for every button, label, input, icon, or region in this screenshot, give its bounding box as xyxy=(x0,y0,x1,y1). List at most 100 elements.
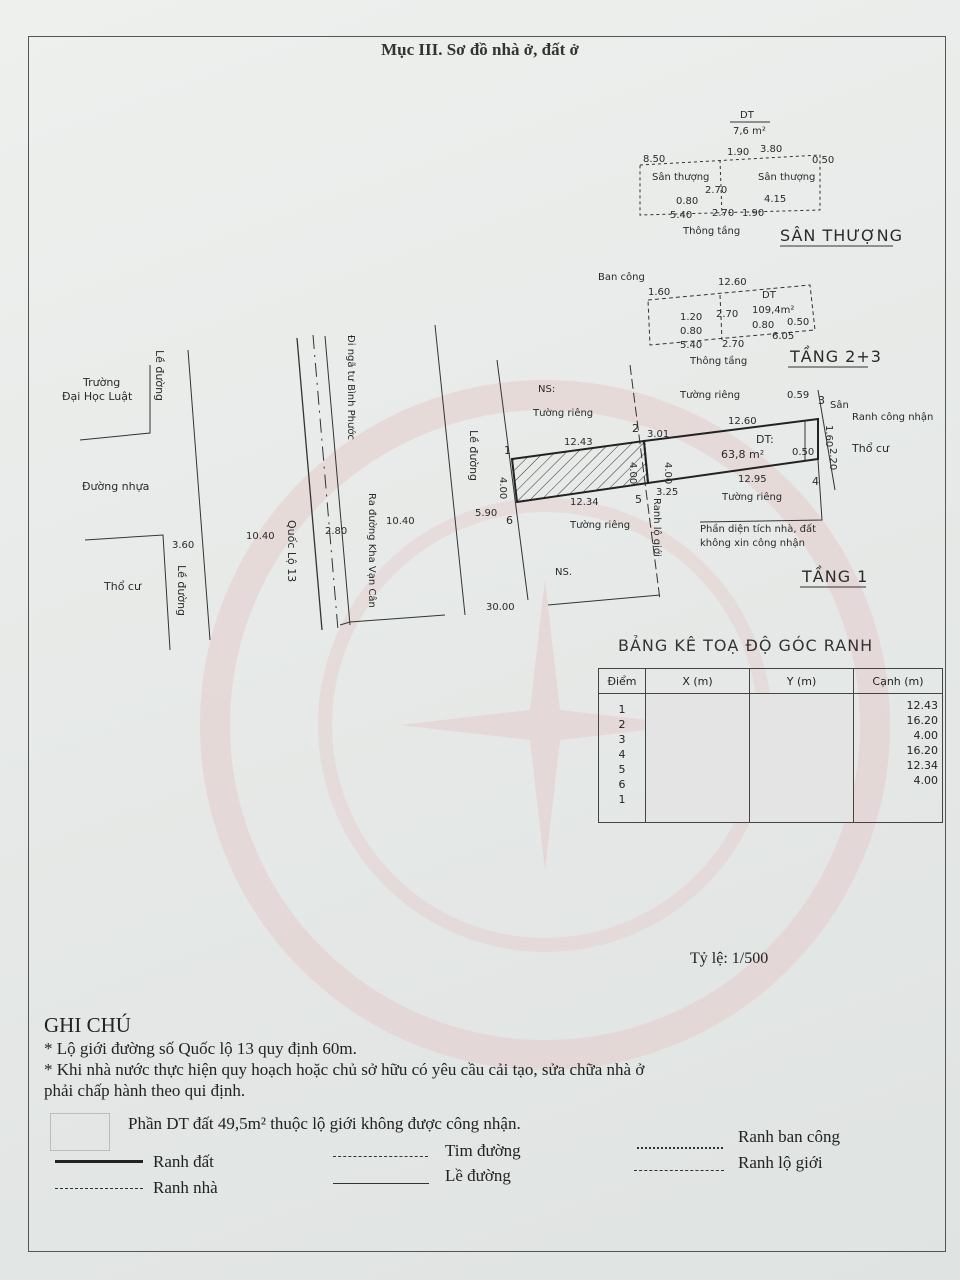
san-thuong-heading: SÂN THƯỢNG xyxy=(780,226,903,245)
dim: 12.60 xyxy=(728,416,757,427)
label-quoc-lo-13: Quốc Lộ 13 xyxy=(285,520,298,582)
ranh-dat-line xyxy=(55,1160,143,1163)
dim: 10.40 xyxy=(386,516,415,527)
dim: 0.80 xyxy=(752,320,774,331)
dim: 0.50 xyxy=(792,447,814,458)
label-duong-nhua: Đường nhựa xyxy=(82,480,149,493)
tang-23-sketch xyxy=(647,284,816,346)
notes-section: GHI CHÚ * Lộ giới đường số Quốc lộ 13 qu… xyxy=(44,1015,644,1101)
edge-cell: 12.34 xyxy=(906,759,939,772)
y-coord-redacted xyxy=(749,693,854,823)
col-header: Cạnh (m) xyxy=(853,668,943,694)
label-ranh-lo-gioi: Ranh lộ giới xyxy=(651,498,663,557)
label-san: Sân xyxy=(830,399,849,411)
ranh-lo-gioi-line xyxy=(634,1170,724,1171)
coord-table-title: BẢNG KÊ TOẠ ĐỘ GÓC RANH xyxy=(618,636,874,655)
coord-table: Điểm X (m) Y (m) Cạnh (m) 1 2 3 4 5 6 1 … xyxy=(598,668,943,823)
road-lines xyxy=(79,324,836,651)
dim: 5.90 xyxy=(475,508,497,519)
dim: 0.50 xyxy=(812,155,834,166)
legend-ranh-ban-cong: Ranh ban công xyxy=(738,1127,840,1146)
dim: 2.80 xyxy=(325,526,347,537)
label-dai-hoc-luat: Đại Học Luật xyxy=(62,390,133,403)
x-coord-redacted xyxy=(645,693,750,823)
ranh-ban-cong-line xyxy=(637,1147,723,1149)
dim: 3.25 xyxy=(656,487,678,498)
dim: 4.15 xyxy=(764,194,786,205)
label-tuong-rieng: Tường riêng xyxy=(679,389,740,401)
label-tuong-rieng: Tường riêng xyxy=(721,491,782,503)
edge-cell: 16.20 xyxy=(906,714,939,727)
dim: 4.00 xyxy=(627,462,638,484)
label-di-nga-tu-binh-phuoc: Đi ngã tư Bình Phước xyxy=(345,335,357,440)
dim: 3.01 xyxy=(647,429,669,440)
dim: 6.05 xyxy=(772,331,794,342)
label-truong: Trường xyxy=(82,376,120,389)
dim: 1.90 xyxy=(742,208,764,219)
label-tho-cu: Thổ cư xyxy=(103,580,142,593)
dim: 12.95 xyxy=(738,474,767,485)
legend-ranh-dat: Ranh đất xyxy=(153,1152,214,1171)
point-4: 4 xyxy=(812,475,819,488)
label-ra-duong-kha-van-can: Ra đường Kha Vạn Cân xyxy=(366,493,378,608)
point-6: 6 xyxy=(506,514,513,527)
san-thuong-sketch xyxy=(639,154,821,216)
le-duong-line xyxy=(333,1183,429,1184)
label-ns-bottom: NS. xyxy=(555,567,572,578)
dim: 30.00 xyxy=(486,602,515,613)
point-cell: 2 xyxy=(618,718,626,731)
dim: 2.70 xyxy=(705,185,727,196)
edge-cell: 16.20 xyxy=(906,744,939,757)
dim: 4.00 xyxy=(662,462,673,484)
ranh-nha-line xyxy=(55,1188,143,1189)
dim: 1.60 xyxy=(648,287,670,298)
point-cell: 1 xyxy=(618,703,626,716)
dim: 1.20 xyxy=(680,312,702,323)
tang-1-area: 63,8 m² xyxy=(721,448,764,461)
tim-duong-line xyxy=(333,1156,428,1157)
col-header: Y (m) xyxy=(749,668,854,694)
dim: 2.70 xyxy=(722,339,744,350)
dim: 0.59 xyxy=(787,390,809,401)
dim: 0.80 xyxy=(680,326,702,337)
note-line: * Khi nhà nước thực hiện quy hoạch hoặc … xyxy=(44,1060,645,1079)
hatch-legend-swatch xyxy=(50,1113,110,1151)
notes-heading: GHI CHÚ xyxy=(44,1013,131,1037)
point-1: 1 xyxy=(504,444,511,457)
hatch-note: Phần DT đất 49,5m² thuộc lộ giới không đ… xyxy=(128,1114,521,1133)
parcel-tang-1 xyxy=(510,417,823,523)
san-thuong-dt-label: DT xyxy=(740,110,755,121)
point-cell: 5 xyxy=(618,763,626,776)
dim: 1.60 xyxy=(823,425,834,447)
legend-tim-duong: Tim đường xyxy=(445,1141,521,1160)
dim: 8.50 xyxy=(643,154,665,165)
label-phan-dien-tich: Phần diện tích nhà, đất xyxy=(700,523,816,535)
tang-23-area: 109,4m² xyxy=(752,305,794,316)
tang-1-heading: TẦNG 1 xyxy=(801,565,868,586)
point-cell: 6 xyxy=(618,778,626,791)
point-3: 3 xyxy=(818,394,825,407)
label-le-duong: Lề đường xyxy=(175,565,188,616)
col-header: Điểm xyxy=(598,668,646,694)
san-thuong-area: 7,6 m² xyxy=(733,126,766,137)
label-ban-cong: Ban công xyxy=(598,271,645,283)
label-thong-tang: Thông tầng xyxy=(689,355,747,367)
point-5: 5 xyxy=(635,493,642,506)
point-cell: 4 xyxy=(618,748,626,761)
label-ranh-cong-nhan: Ranh công nhận xyxy=(852,411,933,423)
dim: 0.80 xyxy=(676,196,698,207)
dim: 2.20 xyxy=(827,448,838,470)
dim: 12.34 xyxy=(570,497,599,508)
dim: 2.70 xyxy=(716,309,738,320)
dim: 3.80 xyxy=(760,144,782,155)
dim: 5.40 xyxy=(670,210,692,221)
col-header: X (m) xyxy=(645,668,750,694)
dim: 2.70 xyxy=(712,208,734,219)
dim: 4.00 xyxy=(497,477,508,499)
label-phan-dien-tich: không xin công nhận xyxy=(700,537,805,549)
dim: 3.60 xyxy=(172,540,194,551)
label-le-duong: Lề đường xyxy=(467,430,480,481)
dim: 12.60 xyxy=(718,277,747,288)
label-tuong-rieng: Tường riêng xyxy=(532,407,593,419)
